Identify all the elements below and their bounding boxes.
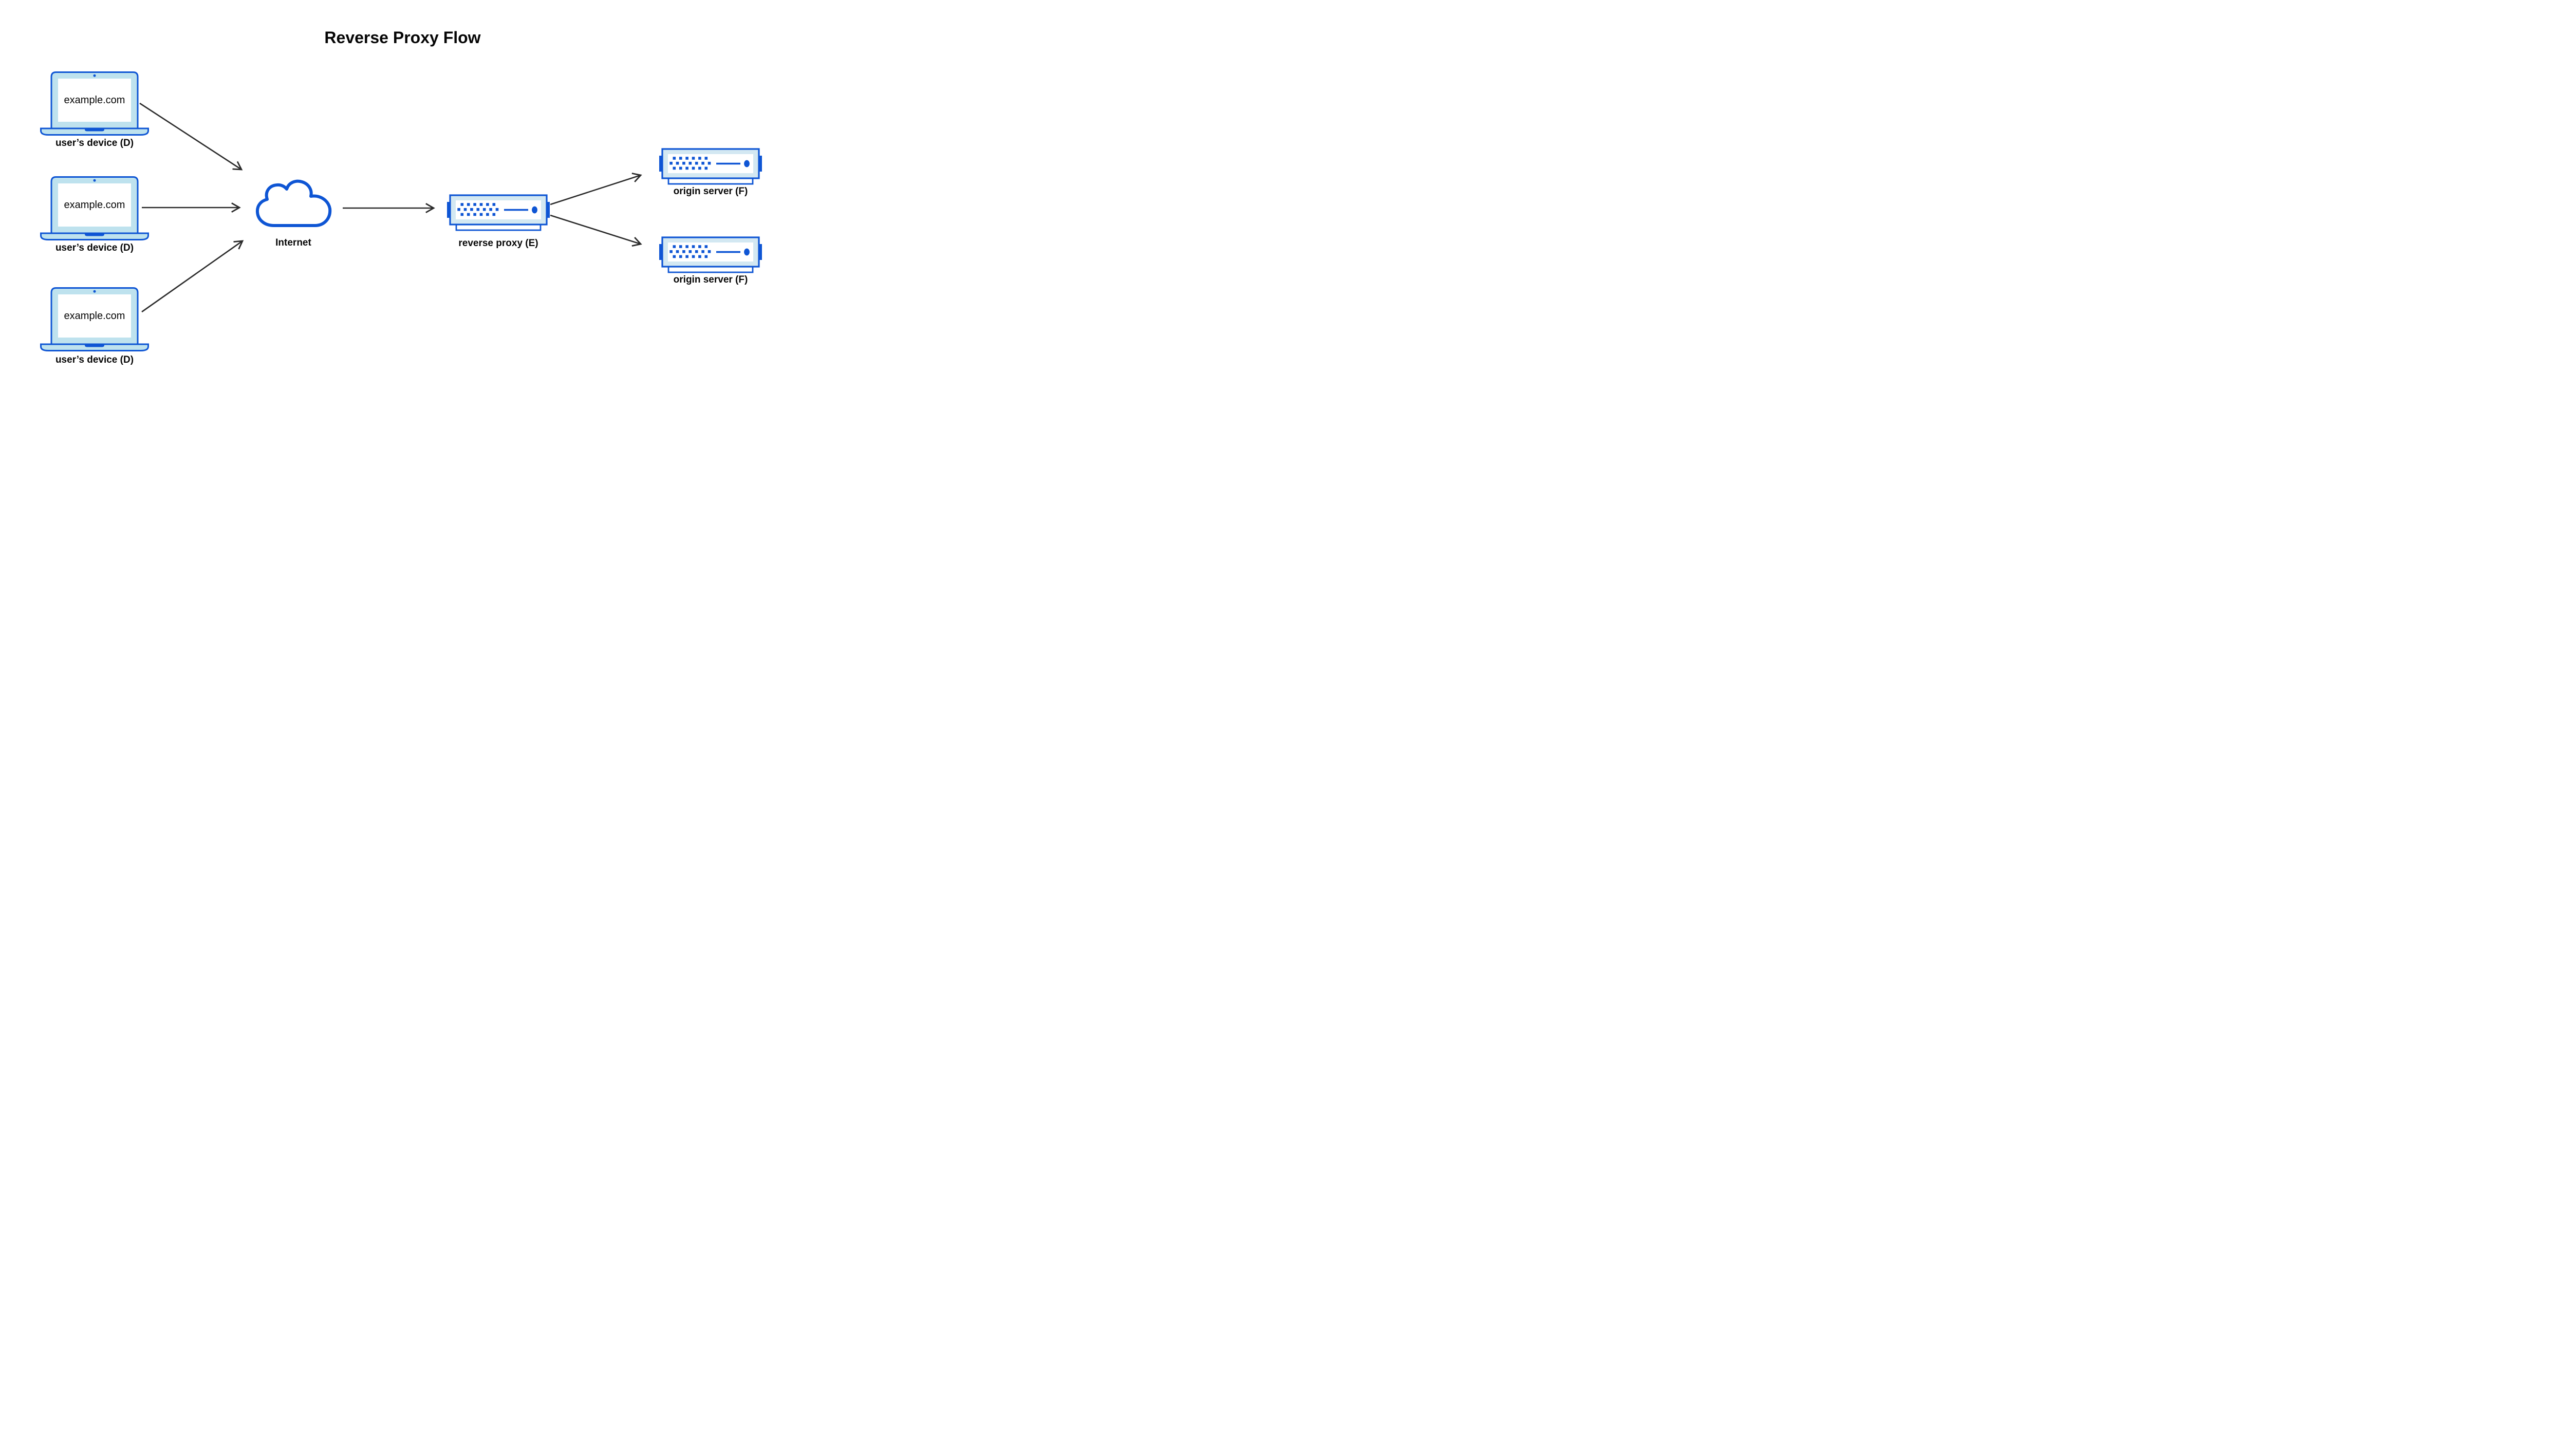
origin-server-label-2: origin server (F): [673, 274, 748, 285]
diagram-canvas: Reverse Proxy Flow example.com example.c…: [0, 0, 805, 402]
reverse-proxy-label: reverse proxy (E): [458, 238, 538, 249]
device-label-3: user’s device (D): [55, 354, 134, 365]
cloud-icon: [255, 179, 332, 227]
device-label-2: user’s device (D): [55, 242, 134, 253]
reverse-proxy-icon: [446, 194, 551, 231]
arrow-proxy-origin1: [550, 173, 642, 206]
origin-server-icon-1: [658, 148, 763, 185]
origin-server-label-1: origin server (F): [673, 186, 748, 197]
arrow-device1-internet: [139, 102, 243, 171]
origin-server-icon-2: [658, 236, 763, 273]
device-screen-url: example.com: [64, 199, 125, 211]
device-screen-url: example.com: [64, 95, 125, 106]
device-screen-url: example.com: [64, 310, 125, 322]
device-label-1: user’s device (D): [55, 138, 134, 148]
arrow-device3-internet: [141, 240, 244, 313]
page-title: Reverse Proxy Flow: [324, 28, 481, 47]
diagram-shapes: [40, 71, 763, 351]
internet-label: Internet: [275, 237, 311, 248]
arrow-proxy-origin2: [550, 214, 642, 247]
